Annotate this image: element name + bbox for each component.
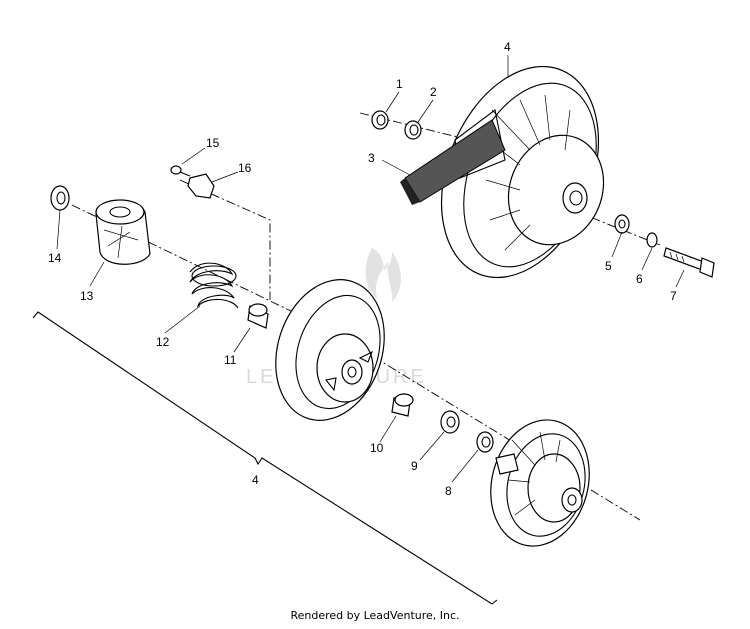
driven-sheave-large: [440, 65, 605, 279]
roller-weight-16: [187, 173, 215, 199]
callout-12: 12: [156, 335, 170, 349]
snap-ring-14: [50, 185, 70, 211]
washer-8: [476, 431, 494, 453]
callout-9: 9: [411, 459, 418, 473]
callout-16: 16: [238, 161, 252, 175]
callout-4-bracket: 4: [252, 473, 259, 487]
credit-text: Rendered by LeadVenture, Inc.: [290, 609, 460, 622]
callout-6: 6: [636, 272, 643, 286]
washer-2: [404, 120, 422, 140]
callout-2: 2: [430, 85, 437, 99]
callout-1: 1: [396, 77, 403, 91]
movable-sheave: [275, 279, 385, 421]
callout-3: 3: [368, 151, 375, 165]
pin-15: [170, 165, 191, 177]
callout-5: 5: [605, 259, 612, 273]
callout-labels: 1 2 3 4 5 6 7 8 9 10 11 12 13 14 15 16 4: [48, 40, 677, 498]
assembly-bracket: [32, 311, 498, 605]
callout-15: 15: [206, 136, 220, 150]
callout-7: 7: [670, 289, 677, 303]
washer-9: [440, 410, 460, 434]
lock-washer-6: [646, 232, 658, 248]
drive-belt: [400, 119, 506, 205]
bushing-11: [247, 303, 269, 329]
cam-13: [95, 199, 151, 265]
washer-5: [614, 214, 630, 234]
callout-13: 13: [80, 289, 94, 303]
callout-14: 14: [48, 251, 62, 265]
callout-4-top: 4: [504, 40, 511, 54]
spring-12: [189, 262, 239, 309]
callout-8: 8: [445, 484, 452, 498]
callout-10: 10: [370, 441, 384, 455]
bolt-7: [663, 247, 715, 278]
fixed-sheave: [490, 419, 590, 547]
bushing-10: [391, 393, 414, 417]
washer-1: [371, 110, 389, 130]
callout-11: 11: [224, 353, 237, 367]
leader-lines: [56, 55, 685, 483]
